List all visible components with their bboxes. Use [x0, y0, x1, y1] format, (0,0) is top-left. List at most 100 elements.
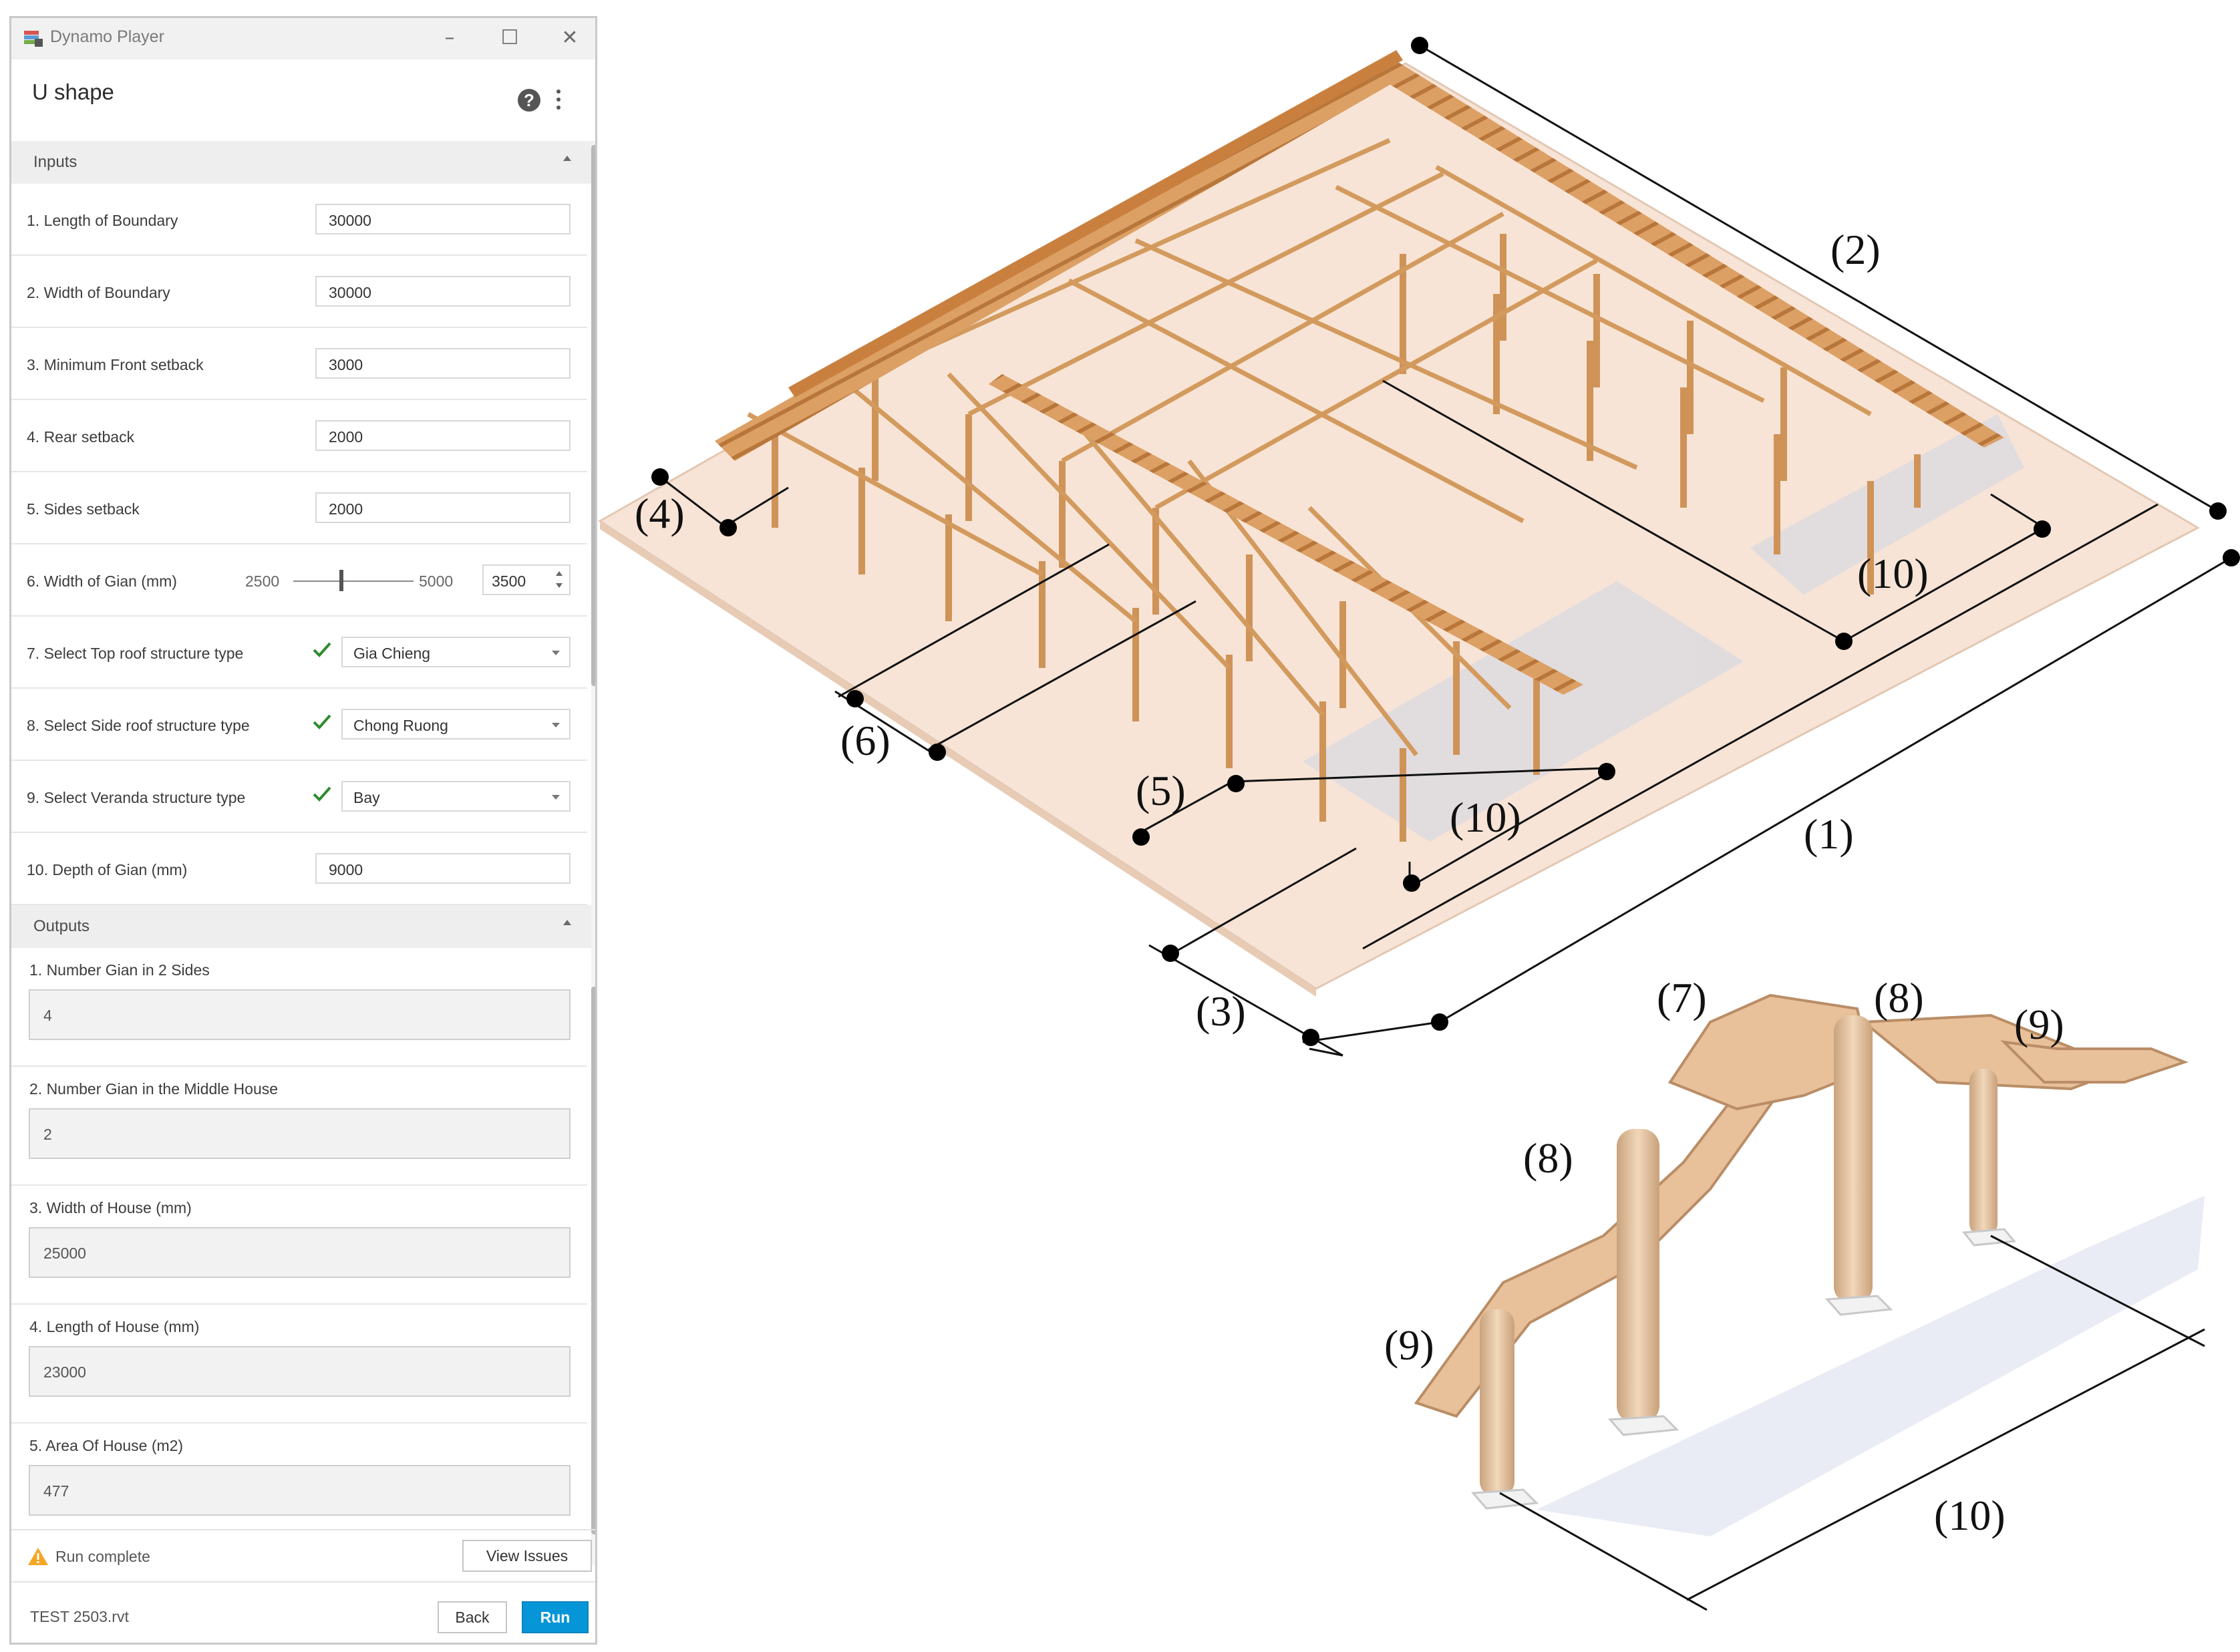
run-button[interactable]: Run: [522, 1601, 589, 1633]
chevron-down-icon[interactable]: [552, 723, 560, 727]
label-9-left: (9): [1384, 1321, 1434, 1369]
input-veranda-type: 9. Select Veranda structure type Bay: [11, 761, 587, 833]
width-of-boundary-field[interactable]: 30000: [315, 276, 571, 307]
building-shadows: [1303, 414, 2024, 842]
output-label: 5. Area Of House (m2): [29, 1437, 184, 1454]
question-icon[interactable]: ?: [518, 89, 540, 112]
inputs-section-header[interactable]: Inputs: [11, 141, 595, 184]
depth-of-gian-field[interactable]: 9000: [315, 853, 571, 884]
status-bar: Run complete View Issues: [11, 1529, 595, 1580]
inputs-title: Inputs: [33, 153, 77, 171]
label-10-right: (10): [1857, 550, 1929, 597]
output-label: 4. Length of House (mm): [29, 1318, 200, 1335]
post-back-mid: [1834, 1015, 1873, 1303]
dropdown-value: Chong Ruong: [353, 717, 448, 734]
label-8-top: (8): [1874, 974, 1924, 1021]
slider-max-label: 5000: [419, 572, 454, 590]
input-depth-of-gian: 10. Depth of Gian (mm) 9000: [11, 833, 587, 905]
left-wing-roof: [989, 374, 1583, 695]
slider-min-label: 2500: [245, 572, 280, 590]
label-10-detail: (10): [1934, 1492, 2006, 1539]
chevron-down-icon[interactable]: [552, 651, 560, 655]
maximize-icon[interactable]: ☐: [500, 26, 519, 49]
outputs-section-header[interactable]: Outputs: [11, 905, 595, 948]
min-front-setback-field[interactable]: 3000: [315, 348, 571, 379]
outputs-title: Outputs: [33, 917, 90, 935]
output-number-gian-middle: 2. Number Gian in the Middle House 2: [11, 1067, 587, 1186]
label-5: (5): [1136, 767, 1186, 814]
input-label: 1. Length of Boundary: [27, 212, 178, 229]
veranda-type-dropdown[interactable]: Bay: [341, 781, 571, 812]
post-front-mid: [1617, 1129, 1659, 1423]
sides-setback-field[interactable]: 2000: [315, 492, 571, 523]
input-length-of-boundary: 1. Length of Boundary 30000: [11, 184, 587, 256]
site-plot-edge: [600, 521, 1316, 997]
checkmark-icon: [313, 714, 331, 729]
label-6: (6): [840, 717, 891, 764]
checkmark-icon: [313, 786, 331, 802]
input-label: 3. Minimum Front setback: [27, 356, 204, 373]
right-wing-roof: [1383, 57, 2004, 448]
output-number-gian-2-sides: 1. Number Gian in 2 Sides 4: [11, 948, 587, 1067]
output-area-of-house: 5. Area Of House (m2) 477: [11, 1424, 587, 1542]
file-name: TEST 2503.rvt: [30, 1608, 129, 1625]
output-label: 1. Number Gian in 2 Sides: [29, 961, 210, 979]
length-of-boundary-field[interactable]: 30000: [315, 204, 571, 234]
rear-setback-field[interactable]: 2000: [315, 420, 571, 451]
output-label: 3. Width of House (mm): [29, 1199, 192, 1216]
output-value: 2: [29, 1108, 571, 1159]
post-back-right: [1969, 1069, 1997, 1236]
input-label: 5. Sides setback: [27, 500, 140, 518]
title-bar: Dynamo Player – ☐ ✕: [11, 18, 595, 59]
u-shape-building: [715, 50, 2004, 842]
app-title: Dynamo Player: [50, 27, 164, 46]
dynamo-app-icon: [24, 31, 43, 47]
label-1: (1): [1804, 810, 1854, 858]
output-value: 25000: [29, 1227, 571, 1278]
collapse-caret-icon[interactable]: [563, 920, 571, 925]
footer: TEST 2503.rvt Back Run: [11, 1581, 595, 1643]
input-sides-setback: 5. Sides setback 2000: [11, 472, 587, 544]
chevron-down-icon[interactable]: [552, 795, 560, 800]
input-top-roof-type: 7. Select Top roof structure type Gia Ch…: [11, 617, 587, 689]
output-length-of-house: 4. Length of House (mm) 23000: [11, 1305, 587, 1424]
graph-header: U shape ?: [11, 59, 595, 141]
scrollbar[interactable]: [591, 142, 595, 1565]
view-issues-button[interactable]: View Issues: [462, 1540, 592, 1572]
width-of-gian-stepper[interactable]: 3500: [482, 564, 571, 595]
minimize-icon[interactable]: –: [444, 26, 455, 49]
graph-name: U shape: [32, 79, 114, 104]
input-label: 8. Select Side roof structure type: [27, 717, 250, 734]
scrollbar-thumb[interactable]: [591, 987, 595, 1534]
input-label: 4. Rear setback: [27, 428, 135, 446]
width-of-gian-slider-track[interactable]: [293, 581, 414, 582]
post-front-left: [1480, 1309, 1514, 1496]
label-7: (7): [1657, 974, 1707, 1021]
input-label: 2. Width of Boundary: [27, 284, 170, 301]
collapse-caret-icon[interactable]: [563, 156, 571, 161]
kebab-menu-icon[interactable]: [554, 88, 563, 113]
close-icon[interactable]: ✕: [561, 26, 579, 49]
right-tail: [2000, 1040, 2189, 1084]
stepper-up-icon[interactable]: [556, 571, 563, 576]
output-label: 2. Number Gian in the Middle House: [29, 1080, 279, 1098]
output-value: 23000: [29, 1346, 571, 1397]
label-10-left: (10): [1450, 794, 1521, 841]
back-button[interactable]: Back: [438, 1601, 507, 1633]
width-of-gian-slider-handle[interactable]: [339, 570, 343, 591]
width-of-gian-value[interactable]: 3500: [492, 572, 526, 590]
top-roof-type-dropdown[interactable]: Gia Chieng: [341, 637, 571, 667]
side-roof-type-dropdown[interactable]: Chong Ruong: [341, 709, 571, 739]
dropdown-value: Gia Chieng: [353, 645, 431, 662]
scrollbar-thumb[interactable]: [591, 145, 595, 686]
dropdown-value: Bay: [353, 789, 380, 806]
site-plot: [598, 62, 2201, 990]
stepper-down-icon[interactable]: [556, 583, 563, 588]
label-8-left: (8): [1523, 1134, 1573, 1182]
output-value: 4: [29, 989, 571, 1040]
dynamo-player-window: Dynamo Player – ☐ ✕ U shape ? Inputs 1. …: [9, 16, 597, 1645]
label-9-right: (9): [2014, 1001, 2064, 1048]
input-rear-setback: 4. Rear setback 2000: [11, 400, 587, 472]
label-2: (2): [1830, 226, 1881, 273]
